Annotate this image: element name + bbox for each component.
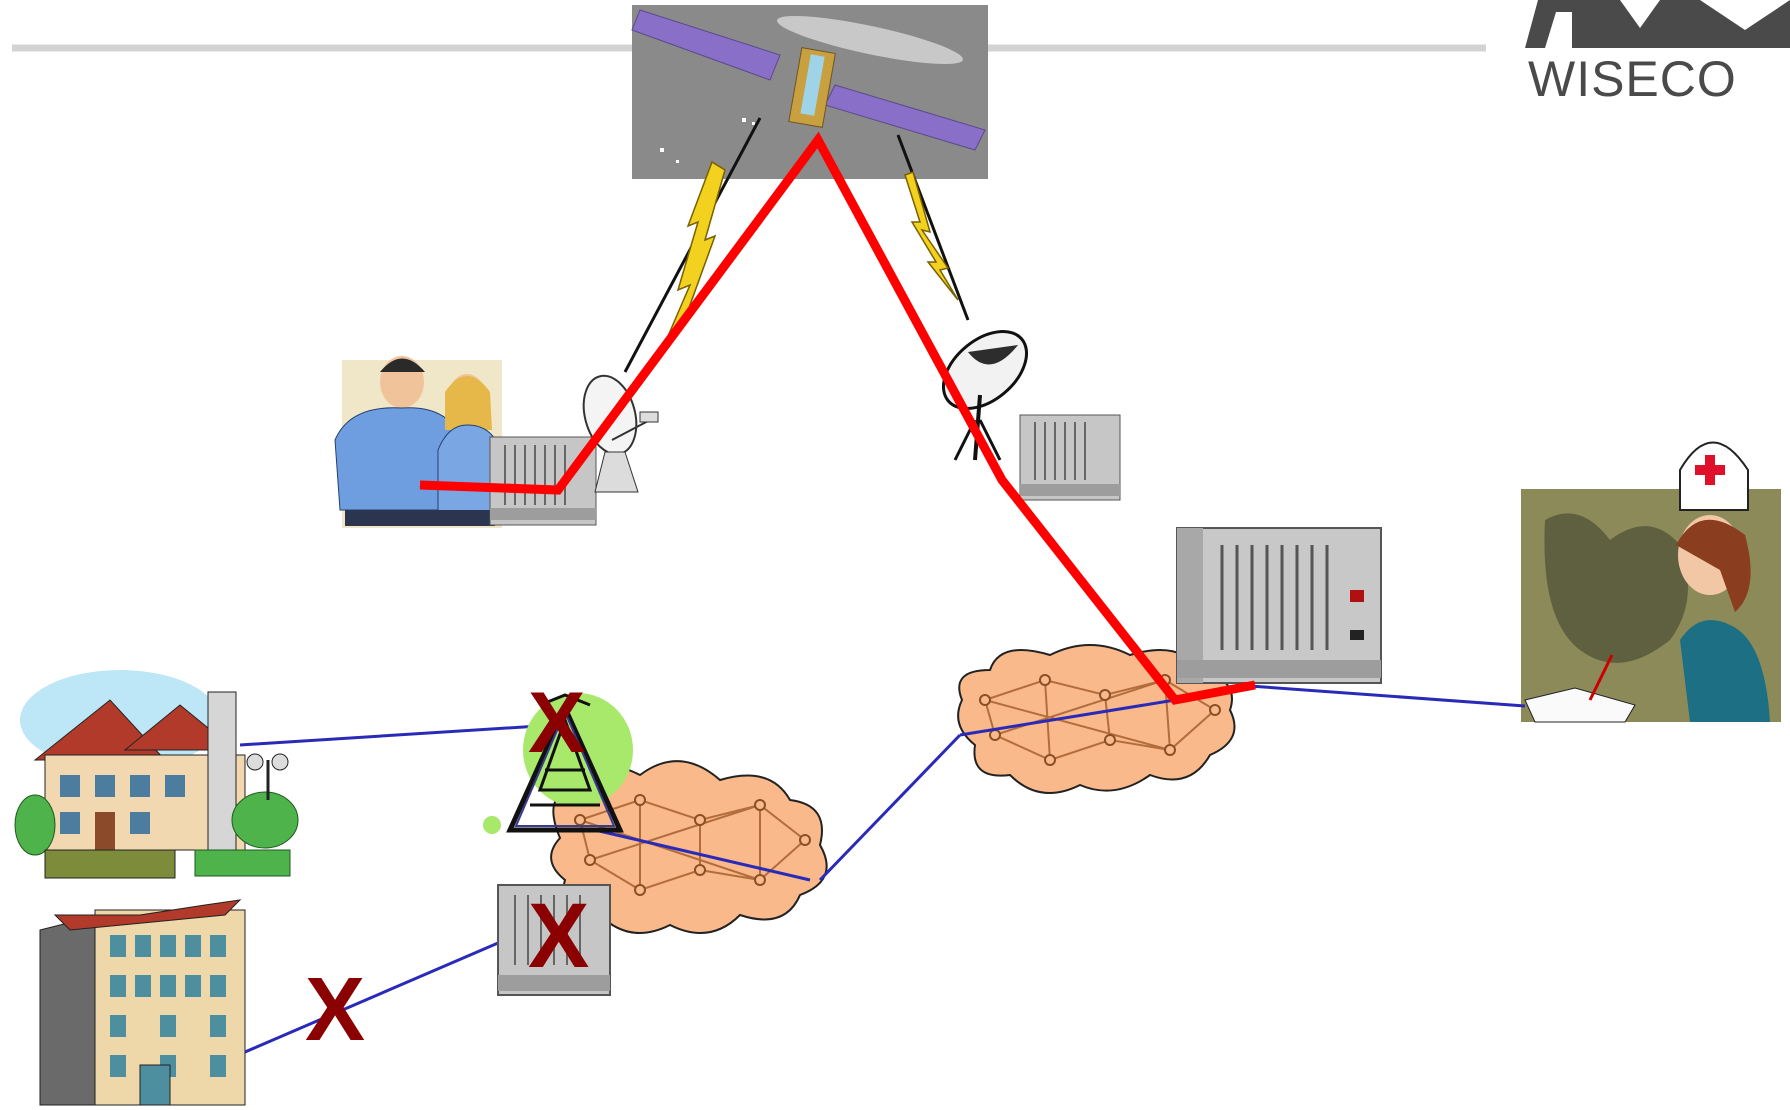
link-office-to-rack bbox=[244, 938, 506, 1054]
dispatcher-illustration bbox=[1521, 441, 1781, 723]
office-building-illustration bbox=[39, 899, 246, 1106]
downlink-lightning-icon bbox=[896, 134, 970, 321]
cell-tower-icon bbox=[483, 693, 633, 834]
terrestrial-links bbox=[239, 684, 1526, 1054]
central-office-rack-icon bbox=[1176, 527, 1382, 684]
field-equipment-rack-icon bbox=[489, 436, 597, 526]
company-logo-text: WISECO bbox=[1528, 51, 1737, 107]
ground-station-dish-icon bbox=[941, 330, 1029, 461]
satellite-icon bbox=[631, 9, 986, 151]
tower-failure-mark: X bbox=[528, 675, 586, 771]
link-failure-mark: X bbox=[305, 960, 366, 1060]
residential-buildings-illustration bbox=[14, 670, 299, 879]
link-houses-to-tower bbox=[239, 723, 556, 747]
link-tower-to-cloud bbox=[594, 828, 811, 882]
uplink-lightning-icon bbox=[623, 117, 762, 373]
company-logo-icon bbox=[1525, 0, 1790, 48]
link-rack-to-dispatcher bbox=[1249, 684, 1526, 708]
rack-failure-mark: X bbox=[528, 885, 590, 987]
street-lamp-icon bbox=[246, 753, 289, 800]
link-right-cloud-to-rack bbox=[959, 698, 1176, 737]
link-left-cloud-to-right-cloud bbox=[818, 733, 962, 882]
satellite-image bbox=[631, 5, 988, 179]
ground-station-rack-icon bbox=[1019, 414, 1121, 501]
satellite-failover-path bbox=[419, 131, 1256, 705]
field-team-illustration bbox=[334, 356, 502, 528]
failed-rack-icon bbox=[497, 884, 611, 996]
